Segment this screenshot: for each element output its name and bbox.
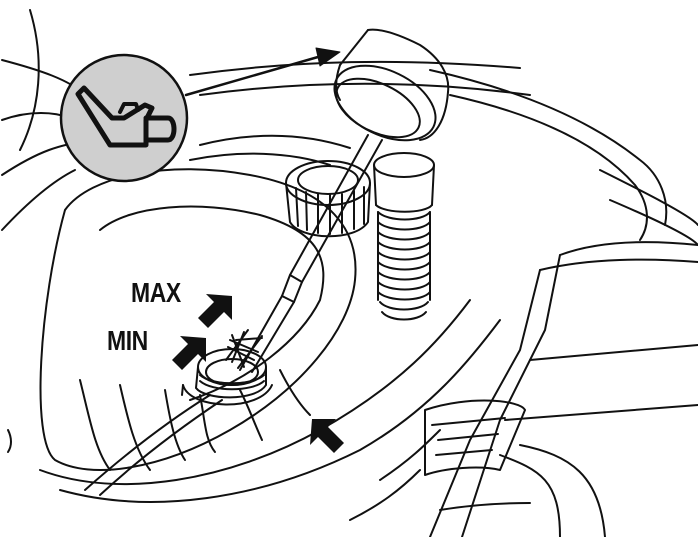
bellows-tube xyxy=(373,152,435,321)
min-arrow-icon xyxy=(172,336,206,370)
max-label: MAX xyxy=(131,277,181,308)
dipstick-handle xyxy=(333,28,450,142)
engine-bay-outline xyxy=(1,9,698,537)
oil-filler-neck xyxy=(181,348,273,406)
threaded-cap xyxy=(285,160,371,238)
oil-can-icon xyxy=(59,53,189,183)
pointer-arrow-icon xyxy=(310,419,344,453)
pointer-arrow xyxy=(184,47,341,97)
max-arrow-icon xyxy=(198,294,232,328)
min-label: MIN xyxy=(107,325,148,356)
